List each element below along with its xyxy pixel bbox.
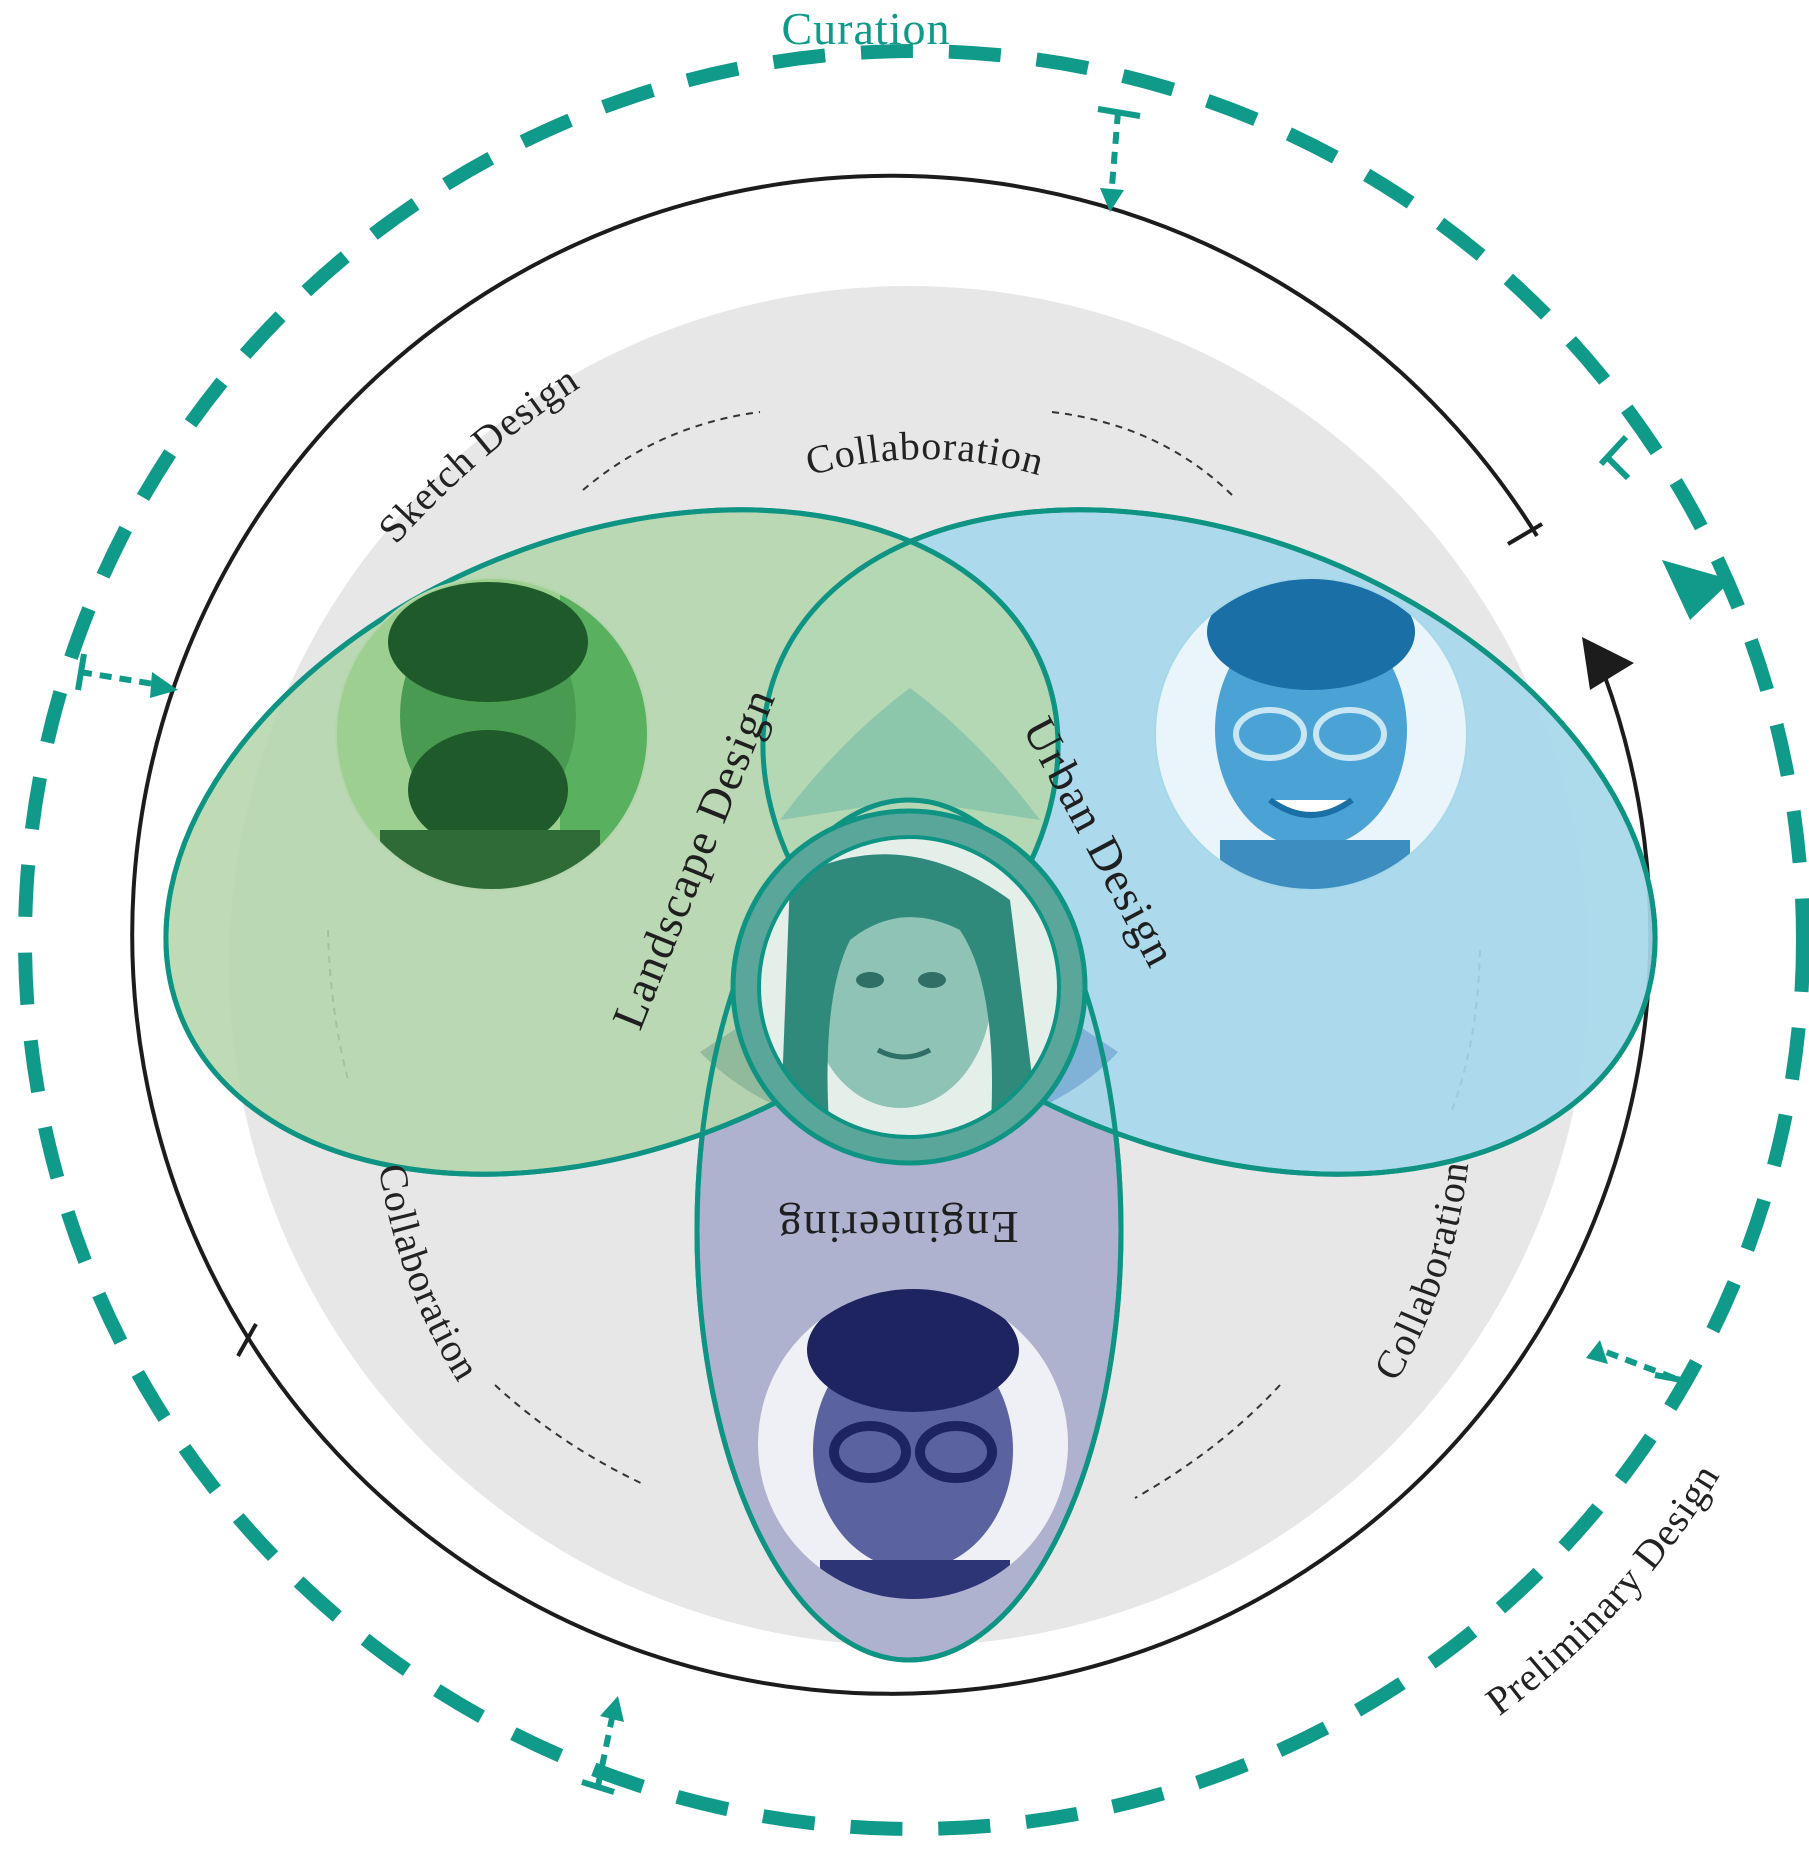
cycle-arrowhead bbox=[1582, 637, 1634, 690]
curation-arrowhead bbox=[1662, 560, 1732, 620]
collab-arc-right-lower bbox=[1134, 1384, 1281, 1499]
portrait-urban bbox=[1155, 578, 1467, 890]
curation-title: Curation bbox=[782, 3, 951, 54]
portrait-urban-frame bbox=[1154, 577, 1468, 891]
portrait-center bbox=[759, 837, 1059, 1137]
feedback-arrow-left bbox=[75, 653, 178, 698]
curation-ring bbox=[18, 44, 1809, 1836]
cycle-tick-left bbox=[236, 1323, 258, 1357]
label-engineering: Engineering bbox=[777, 1202, 1018, 1253]
feedback-arrows bbox=[75, 106, 1693, 1795]
portrait-landscape bbox=[336, 578, 648, 890]
petal-urban-outline bbox=[760, 507, 1658, 1177]
cycle-tick-top bbox=[1506, 522, 1544, 546]
portrait-landscape-frame bbox=[335, 577, 649, 891]
cycle-arc-main bbox=[130, 173, 1653, 1696]
petal-landscape-outline bbox=[163, 507, 1061, 1177]
petal-engineering-outline bbox=[694, 797, 1124, 1663]
feedback-arrow-bottom bbox=[581, 1696, 624, 1795]
design-cycle bbox=[130, 173, 1653, 1696]
portrait-engineering-frame bbox=[756, 1287, 1070, 1601]
feedback-arrow-top bbox=[1097, 106, 1141, 212]
collab-arc-top-right bbox=[1051, 411, 1233, 496]
collab-arc-left-lower bbox=[494, 1384, 646, 1486]
overlap-landscape-urban bbox=[780, 688, 1040, 820]
feedback-arrow-right-bottom bbox=[1586, 1340, 1693, 1385]
feedback-arrow-right-top bbox=[1598, 434, 1631, 481]
collab-arc-top-left bbox=[582, 411, 761, 491]
portrait-center-frame bbox=[757, 835, 1061, 1139]
